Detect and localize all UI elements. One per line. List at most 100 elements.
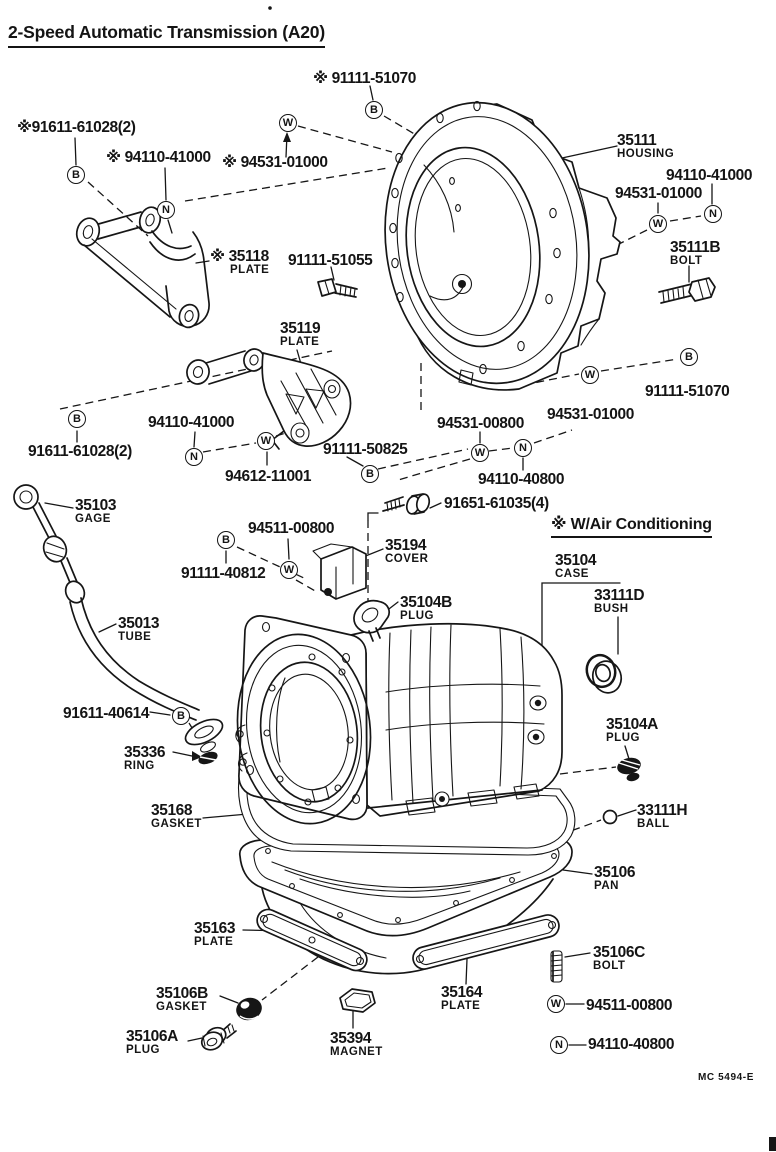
part-number: 35119: [280, 320, 321, 337]
part-number: 91111-50825: [323, 441, 408, 458]
part-number: 35106B: [156, 985, 208, 1002]
part-name: PLATE: [230, 263, 270, 276]
callout-91111-51055: 91111-51055: [288, 252, 373, 269]
part-number: 35106: [594, 864, 636, 881]
part-number: 35104B: [400, 594, 452, 611]
part-name: MAGNET: [330, 1045, 383, 1058]
part-name: PLATE: [280, 335, 320, 348]
bolt-35106C-drawing: [550, 950, 563, 983]
fastener-symbol-w-15: W: [280, 561, 298, 579]
part-number: 91111-51055: [288, 252, 373, 269]
part-name: PLUG: [126, 1043, 160, 1056]
callout-91651-61035-4: 91651-61035(4): [444, 496, 549, 512]
callout-94110-41000: 94110-41000: [666, 167, 753, 184]
part-name: COVER: [385, 552, 429, 565]
part-number: 35394: [330, 1030, 372, 1047]
callout-94110-40800: 94110-40800: [478, 472, 565, 488]
callout-94531-01000: 94531-01000: [615, 186, 702, 202]
housing-35111-drawing: [384, 100, 621, 391]
part-number: ※ 35118: [210, 248, 269, 265]
part-name: BALL: [637, 817, 670, 830]
part-number: 35111B: [670, 239, 721, 256]
part-number: ※ 94110-41000: [106, 149, 211, 166]
gasket-35106B-drawing: [236, 997, 262, 1021]
part-number: 91611-40614: [63, 705, 150, 722]
case-35104-drawing: [235, 615, 563, 825]
cover-35194-drawing: [312, 543, 367, 600]
part-number: 94511-00800: [586, 997, 673, 1014]
part-name: BOLT: [670, 254, 703, 267]
callout-94531-01000: 94531-01000: [547, 407, 634, 423]
part-name: PLUG: [400, 609, 434, 622]
part-number: 94612-11001: [225, 468, 312, 485]
part-name: PLATE: [194, 935, 234, 948]
fastener-symbol-b-11: B: [361, 465, 379, 483]
page-title: 2-Speed Automatic Transmission (A20): [8, 22, 325, 48]
fastener-symbol-b-2: B: [67, 166, 85, 184]
part-number: 35194: [385, 537, 427, 554]
part-name: GASKET: [151, 817, 202, 830]
part-number: 91651-61035(4): [444, 495, 549, 512]
part-name: CASE: [555, 567, 589, 580]
fastener-symbol-w-4: W: [649, 215, 667, 233]
fastener-symbol-b-14: B: [217, 531, 235, 549]
part-number: 94511-00800: [248, 520, 335, 537]
ball-33111H-drawing: [602, 809, 618, 825]
part-name: BOLT: [593, 959, 626, 972]
callout-94110-41000: 94110-41000: [148, 414, 235, 431]
plate-35118-drawing: [75, 206, 210, 329]
callout-94110-40800: 94110-40800: [588, 1036, 675, 1053]
doc-code: MC 5494-E: [698, 1072, 754, 1083]
callout-91111-50825: 91111-50825: [323, 441, 408, 458]
part-name: RING: [124, 759, 155, 772]
callout-91611-61028-2: 91611-61028(2): [28, 444, 132, 460]
plug-35104A-drawing: [617, 757, 641, 782]
part-number: 91111-40812: [181, 565, 266, 582]
part-number: ※ 91111-51070: [313, 70, 416, 87]
part-number: 35164: [441, 984, 483, 1001]
part-number: 33111D: [594, 587, 645, 604]
part-number: 35013: [118, 615, 160, 632]
part-number: 94531-01000: [547, 406, 634, 423]
part-number: 91111-51070: [645, 383, 730, 400]
part-name: BUSH: [594, 602, 629, 615]
part-number: 35168: [151, 802, 193, 819]
part-number: 94110-41000: [666, 167, 753, 184]
callout-94511-00800: 94511-00800: [248, 520, 335, 537]
part-number: 91611-61028(2): [28, 443, 132, 460]
bush-33111D-drawing: [585, 653, 623, 694]
page-speck: [268, 6, 272, 10]
part-number: 94110-40800: [588, 1036, 675, 1053]
fastener-symbol-n-3: N: [157, 201, 175, 219]
fastener-symbol-w-17: W: [547, 995, 565, 1013]
part-number: 35336: [124, 744, 166, 761]
part-name: HOUSING: [617, 147, 675, 160]
plug-35106A-drawing: [200, 1023, 237, 1051]
callout-94531-00800: 94531-00800: [437, 416, 524, 432]
part-number: 35111: [617, 132, 657, 149]
fastener-symbol-w-1: W: [279, 114, 297, 132]
fastener-symbol-n-18: N: [550, 1036, 568, 1054]
part-number: ※ 94531-01000: [222, 154, 328, 171]
part-number: 35106C: [593, 944, 645, 961]
fastener-symbol-b-8: B: [68, 410, 86, 428]
bolt-35111B-drawing: [658, 277, 716, 304]
magnet-35394-drawing: [339, 988, 376, 1013]
part-number: 35163: [194, 920, 236, 937]
part-number: 94110-41000: [148, 414, 235, 431]
